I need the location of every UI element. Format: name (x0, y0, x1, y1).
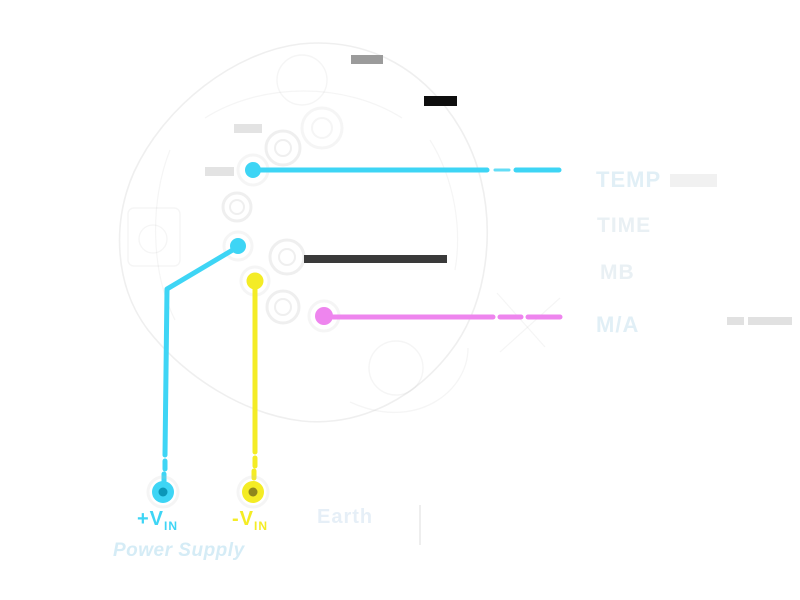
label-v-minus-main: -V (232, 508, 254, 530)
terminal-screw (268, 238, 306, 276)
v-minus-lug-center (248, 487, 258, 497)
ma-terminal-dot (315, 307, 333, 325)
label-mb: MB (600, 261, 635, 284)
label-time: TIME (597, 214, 652, 237)
light-bar (234, 124, 262, 133)
ma-lead (315, 307, 563, 325)
label-v-plus-main: +V (137, 508, 165, 530)
terminal-screw (221, 191, 253, 223)
label-ma: M/A (596, 312, 640, 337)
temp-terminal-dot (245, 162, 261, 178)
label-power-supply: Power Supply (113, 540, 245, 561)
dark-bar-middle (304, 255, 447, 263)
faint-bar-temp-row (670, 174, 717, 187)
terminal-screw (300, 106, 344, 150)
label-earth: Earth (317, 506, 374, 528)
terminal-halo (222, 230, 254, 262)
faint-bar-ma-row (727, 317, 744, 325)
redaction-bars (205, 55, 792, 325)
lug-halo (146, 475, 180, 509)
terminal-screws (221, 106, 344, 333)
label-v-plus: +VIN (137, 508, 178, 533)
label-v-plus-sub: IN (164, 519, 179, 533)
temp-lead (245, 162, 562, 178)
v-minus-lead (236, 272, 270, 509)
terminal-screw (265, 289, 301, 325)
v-minus-terminal-dot (246, 272, 264, 290)
lug-halo (236, 475, 270, 509)
device-outline-sketch (118, 42, 561, 423)
label-temp: TEMP (596, 167, 662, 192)
v-plus-lead (146, 238, 246, 509)
v-plus-lug-center (158, 487, 168, 497)
light-bar (205, 167, 234, 176)
label-v-minus-sub: IN (254, 519, 268, 533)
black-bar-top (424, 96, 457, 106)
gray-bar-top (351, 55, 383, 64)
terminal-screw (264, 129, 302, 167)
label-v-minus: -VIN (232, 508, 268, 533)
faint-bar-ma-row (748, 317, 792, 325)
